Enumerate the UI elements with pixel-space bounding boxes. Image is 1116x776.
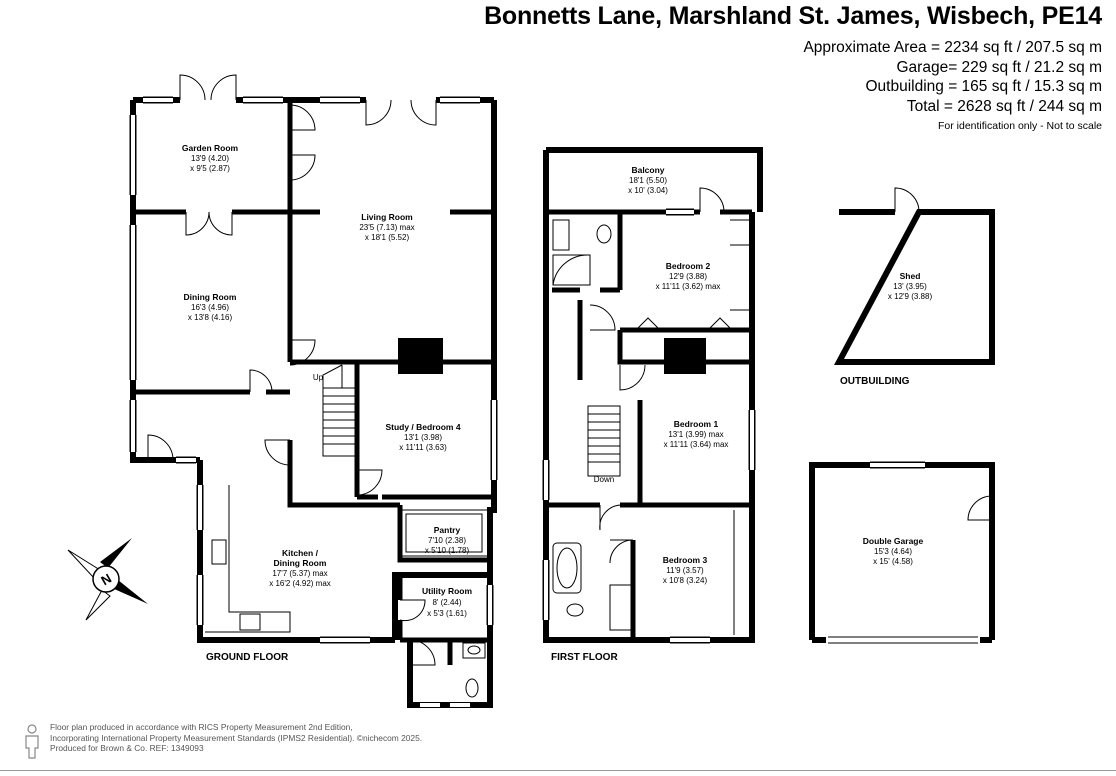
garden-room-name: Garden Room: [182, 143, 239, 153]
balcony-dim1: 18'1 (5.50): [629, 176, 667, 185]
dining-room-dim2: x 13'8 (4.16): [188, 313, 233, 322]
bedroom1-dim1: 13'1 (3.99) max: [668, 430, 723, 439]
dining-room-name: Dining Room: [184, 292, 237, 302]
ground-floor-label: GROUND FLOOR: [206, 652, 289, 663]
footer-line-2: Incorporating International Property Mea…: [50, 732, 423, 743]
bathroom-fixtures: [552, 219, 751, 635]
utility-dim1: 8' (2.44): [432, 598, 461, 607]
outbuilding-area: Outbuilding = 165 sq ft / 15.3 sq m: [865, 78, 1102, 95]
pantry-dim1: 7'10 (2.38): [428, 536, 466, 545]
shed-name: Shed: [900, 271, 921, 281]
shed-dim2: x 12'9 (3.88): [888, 292, 933, 301]
shed-dim1: 13' (3.95): [893, 282, 927, 291]
approx-area: Approximate Area = 2234 sq ft / 207.5 sq…: [803, 39, 1102, 56]
balcony-outer: [546, 147, 763, 212]
balcony-name: Balcony: [631, 165, 664, 175]
bedroom1-north-wall: [617, 330, 752, 365]
footer-line-1: Floor plan produced in accordance with R…: [50, 722, 353, 732]
utility-dim2: x 5'3 (1.61): [427, 609, 467, 618]
first-stairs: [587, 405, 621, 477]
pantry-dim2: x 5'10 (1.78): [425, 546, 470, 555]
bottom-divider: [0, 770, 1116, 771]
living-room-fireplace: [398, 338, 443, 374]
compass-icon: N: [67, 538, 148, 621]
kitchen-units: [205, 485, 489, 633]
person-icon: [25, 724, 39, 759]
total-area: Total = 2628 sq ft / 244 sq m: [906, 97, 1102, 115]
footer-text: Floor plan produced in accordance with R…: [50, 722, 422, 754]
living-room-dim2: x 18'1 (5.52): [365, 233, 410, 242]
garden-room-dim1: 13'9 (4.20): [191, 154, 229, 163]
bedroom3-dim1: 11'9 (3.57): [666, 566, 704, 575]
bedroom2-name: Bedroom 2: [666, 261, 711, 271]
area-summary: Approximate Area = 2234 sq ft / 207.5 sq…: [803, 38, 1102, 137]
footer-line-3: Produced for Brown & Co. REF: 1349093: [50, 743, 204, 753]
garage-dim1: 15'3 (4.64): [874, 547, 912, 556]
study-name: Study / Bedroom 4: [385, 422, 460, 432]
bedroom1-name: Bedroom 1: [674, 419, 719, 429]
garage-name: Double Garage: [863, 536, 924, 546]
bedroom-chimney: [664, 338, 706, 374]
living-room-dim1: 23'5 (7.13) max: [359, 223, 414, 232]
hall-west-wall: [130, 392, 200, 463]
kitchen-name-1: Kitchen /: [282, 548, 319, 558]
bedroom1-west-south: [637, 400, 752, 508]
ground-stairs: [322, 364, 356, 457]
garden-room-dim2: x 9'5 (2.87): [190, 164, 230, 173]
utility-name: Utility Room: [422, 586, 472, 596]
kitchen-dim2: x 16'2 (4.92) max: [269, 579, 331, 588]
kitchen-dim1: 17'7 (5.37) max: [272, 569, 327, 578]
bedroom2-dim2: x 11'11 (3.62) max: [656, 282, 721, 291]
gf-east-wall: [392, 362, 497, 640]
bedroom3-dim2: x 10'8 (3.24): [663, 576, 708, 585]
kitchen-north-wall: [287, 440, 400, 508]
kitchen-name-2: Dining Room: [274, 558, 327, 568]
first-floor-label: FIRST FLOOR: [551, 652, 618, 663]
study-dim2: x 11'11 (3.63): [399, 443, 447, 452]
outbuilding-label: OUTBUILDING: [840, 376, 910, 387]
stairs-down-label: Down: [594, 475, 614, 484]
study-dim1: 13'1 (3.98): [404, 433, 442, 442]
bedroom1-dim2: x 11'11 (3.64) max: [664, 440, 729, 449]
bedroom3-name: Bedroom 3: [663, 555, 708, 565]
shed-door: [894, 187, 920, 213]
stairs-up-label: Up: [313, 373, 324, 382]
balcony-dim2: x 10' (3.04): [628, 186, 668, 195]
walls: [129, 74, 995, 708]
garage-area: Garage= 229 sq ft / 21.2 sq m: [896, 58, 1103, 76]
garage-dim2: x 15' (4.58): [873, 557, 913, 566]
pantry-name: Pantry: [434, 525, 461, 535]
living-room-name: Living Room: [361, 212, 413, 222]
bedroom2-dim1: 12'9 (3.88): [669, 272, 707, 281]
shed-walls: [834, 209, 995, 365]
dining-room-dim1: 16'3 (4.96): [191, 303, 229, 312]
scale-note: For identification only - Not to scale: [938, 120, 1102, 132]
property-address-title: Bonnetts Lane, Marshland St. James, Wisb…: [484, 2, 1102, 30]
